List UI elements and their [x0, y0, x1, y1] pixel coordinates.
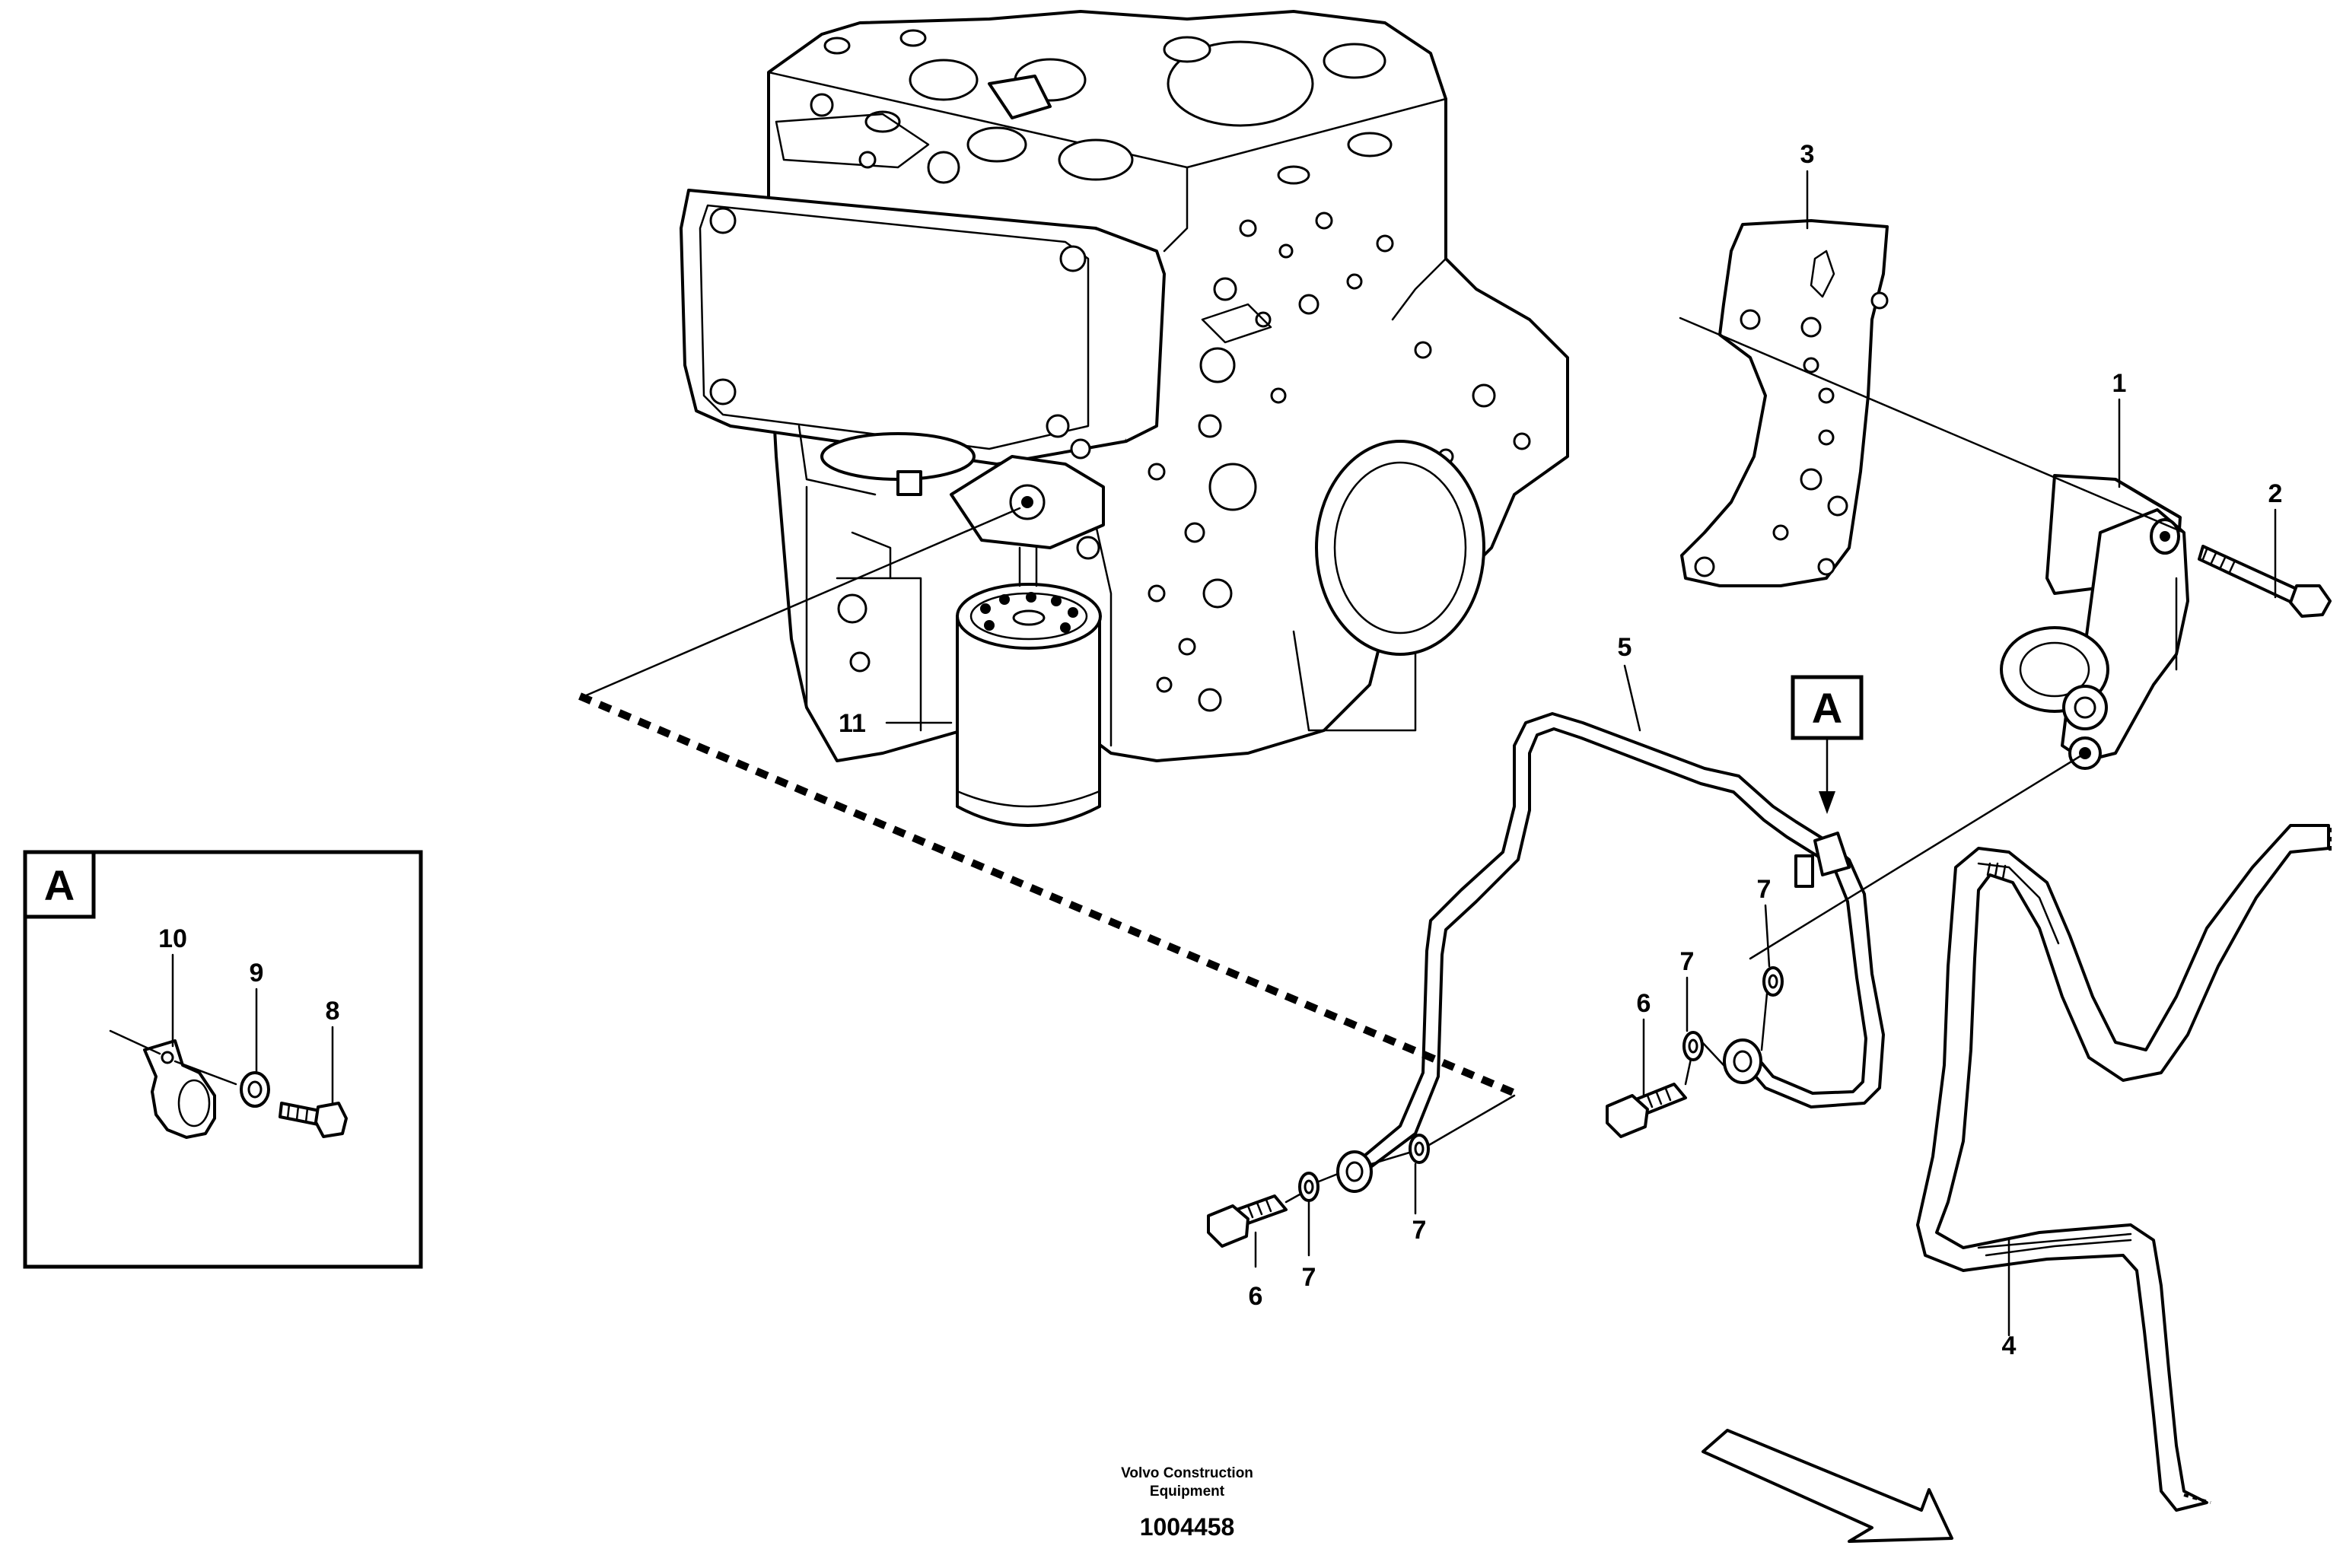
- drive-belt: [1916, 824, 2332, 1512]
- oil-pipe: [1336, 712, 1885, 1193]
- engine-block: [767, 10, 1569, 762]
- callout-7-lower-right: 7: [1412, 1216, 1427, 1245]
- detail-view-a: A: [23, 850, 423, 1269]
- callout-10: 10: [158, 924, 187, 953]
- callout-9: 9: [250, 959, 264, 988]
- footer-company-line-1: Volvo Construction: [1121, 1465, 1253, 1481]
- leader-line-bracket-axis: [1679, 316, 2185, 534]
- leader-line-filter: [583, 507, 1021, 698]
- footer-company-line-2: Equipment: [1150, 1484, 1225, 1500]
- detail-marker: A: [1791, 675, 1864, 814]
- detail-box-label: A: [44, 861, 75, 909]
- detail-marker-label: A: [1812, 684, 1842, 732]
- callout-6-right: 6: [1637, 989, 1651, 1018]
- direction-arrow: [1702, 1429, 1953, 1543]
- oil-filter: [956, 546, 1102, 827]
- lower-fittings-right: [1606, 966, 1784, 1138]
- bracket: [1680, 219, 1889, 587]
- lower-fittings-left: [1207, 1094, 1516, 1248]
- long-bolt: [2198, 545, 2332, 618]
- drawing-number: 1004458: [1140, 1513, 1235, 1541]
- callout-leaders: [885, 170, 2277, 1337]
- callout-8: 8: [326, 997, 340, 1026]
- callout-7-lower-left: 7: [1302, 1263, 1316, 1292]
- callout-6-left: 6: [1249, 1282, 1263, 1311]
- callout-2: 2: [2268, 479, 2283, 508]
- callout-4: 4: [2002, 1331, 2017, 1360]
- callout-3: 3: [1800, 140, 1815, 169]
- callout-7-upper: 7: [1757, 875, 1772, 904]
- oil-cooler: [680, 93, 1166, 549]
- callout-1: 1: [2112, 369, 2127, 398]
- callout-7-mid: 7: [1680, 947, 1695, 976]
- belt-tensioner: [2000, 474, 2189, 770]
- callout-11: 11: [839, 709, 866, 738]
- leader-line-tensioner: [1749, 752, 2087, 960]
- callout-5: 5: [1618, 633, 1632, 662]
